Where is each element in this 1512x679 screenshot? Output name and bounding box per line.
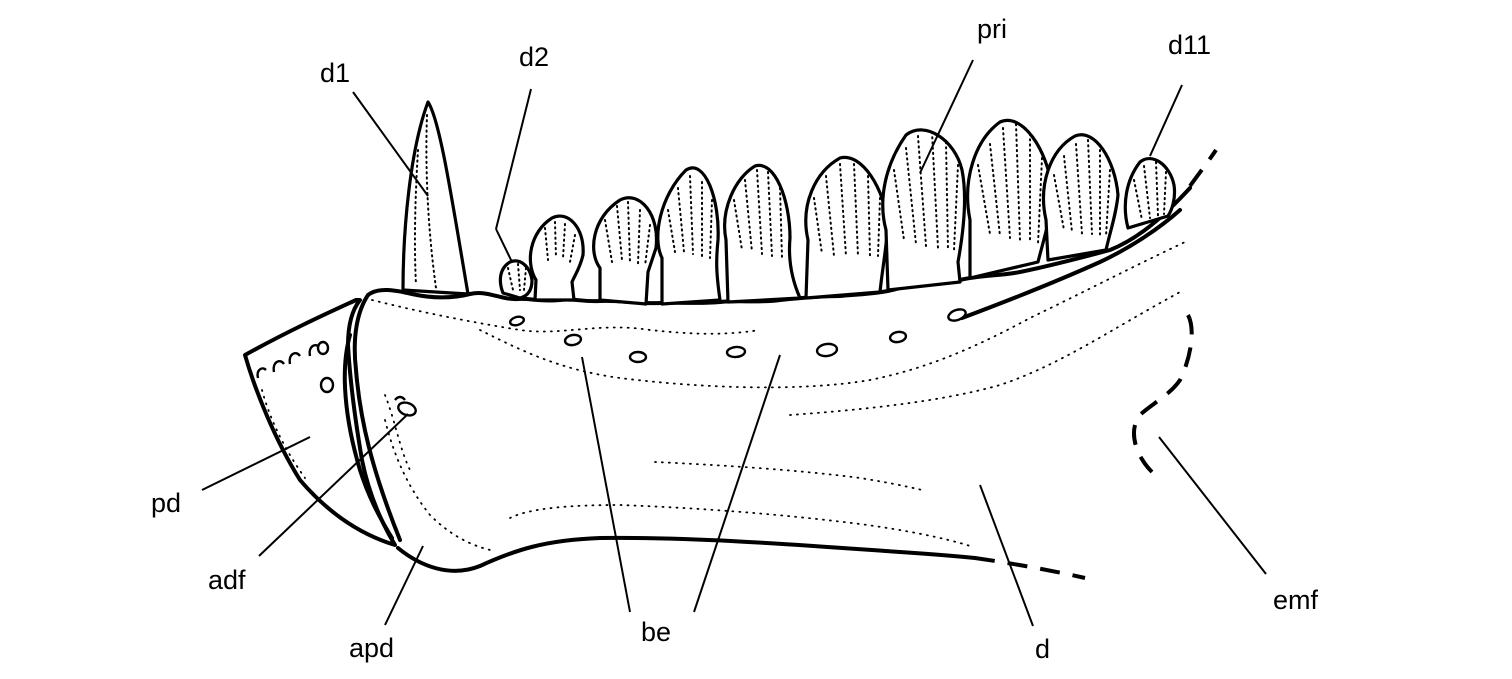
labels: d1 d2 pri d11 pd adf apd be d emf — [151, 14, 1319, 664]
leader-d2-hook — [495, 228, 513, 263]
leader-pri — [919, 59, 974, 174]
tooth-3 — [528, 214, 585, 302]
surface-contours — [261, 241, 1186, 551]
predentary-inner — [342, 333, 394, 540]
leader-d — [979, 484, 1034, 627]
emf-margin — [1132, 314, 1194, 474]
label-d2: d2 — [519, 42, 549, 72]
foramina — [394, 308, 967, 417]
ventral-margin — [396, 535, 977, 573]
leader-adf — [258, 413, 409, 557]
label-pri: pri — [977, 14, 1007, 44]
label-be: be — [641, 617, 671, 647]
leader-d2 — [495, 88, 532, 230]
leader-be-1 — [581, 356, 631, 613]
label-emf: emf — [1273, 585, 1319, 615]
tooth-d1 — [401, 100, 470, 296]
label-adf: adf — [208, 565, 246, 595]
tooth-5 — [656, 166, 722, 306]
teeth — [401, 100, 1177, 306]
leader-emf — [1158, 436, 1267, 575]
ventral-dashed-edge — [974, 556, 1086, 580]
tooth-d11 — [1123, 156, 1177, 230]
label-d1: d1 — [320, 58, 350, 88]
tooth-6 — [723, 163, 802, 304]
posterior-dorsal-edge — [960, 208, 1182, 320]
leader-lines — [201, 59, 1267, 627]
leader-pd — [201, 436, 311, 491]
predentary-pits — [256, 340, 335, 394]
tooth-d2 — [498, 259, 534, 300]
label-pd: pd — [151, 488, 181, 518]
label-d11: d11 — [1168, 30, 1211, 60]
tooth-7 — [804, 155, 890, 300]
leader-d1 — [352, 91, 429, 197]
anterior-dentary-foramen — [397, 401, 417, 417]
predentary — [243, 298, 397, 547]
label-d: d — [1035, 634, 1050, 664]
leader-apd — [384, 545, 424, 626]
leader-be-2 — [693, 354, 781, 613]
label-apd: apd — [349, 633, 394, 663]
tooth-10 — [1041, 133, 1120, 262]
dorsal-dashed-edge — [1188, 148, 1218, 188]
leader-d11 — [1149, 84, 1183, 157]
anterior-edge — [352, 293, 402, 542]
